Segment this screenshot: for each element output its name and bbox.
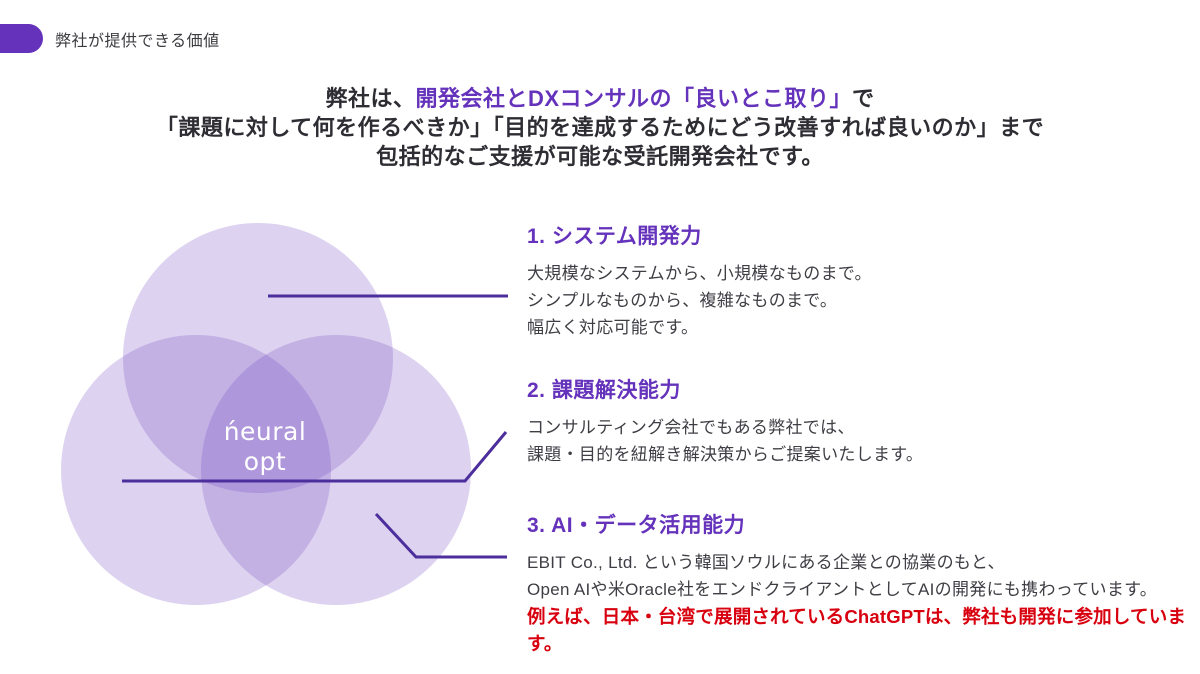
headline-line1-post: で — [852, 86, 875, 111]
section-body-line: コンサルティング会社でもある弊社では、 — [527, 418, 855, 437]
section-body-line: シンプルなものから、複雑なものまで。 — [527, 291, 838, 310]
headline-line-2: 「課題に対して何を作るべきか」「目的を達成するためにどう改善すれば良いのか」まで — [155, 115, 1045, 140]
section-ai-data: 3. AI・データ活用能力 EBIT Co., Ltd. という韓国ソウルにある… — [527, 513, 1200, 657]
section-problem-solving: 2. 課題解決能力 コンサルティング会社でもある弊社では、 課題・目的を紐解き解… — [527, 378, 923, 468]
section-highlight-line: 例えば、日本・台湾で展開されているChatGPTは、弊社も開発に参加しています。 — [527, 606, 1187, 654]
header-title: 弊社が提供できる価値 — [55, 32, 220, 50]
section-body-line: 幅広く対応可能です。 — [527, 318, 699, 337]
section-title: 1. システム開発力 — [527, 225, 702, 248]
section-body-line: EBIT Co., Ltd. という韓国ソウルにある企業との協業のもと、 — [527, 553, 1005, 572]
headline-line1-pre: 弊社は、 — [325, 86, 416, 111]
company-logo: ńeural opt — [223, 417, 307, 476]
section-title: 3. AI・データ活用能力 — [527, 514, 746, 537]
headline-line-1: 弊社は、開発会社とDXコンサルの「良いとこ取り」で — [0, 84, 1200, 113]
slide-header: 弊社が提供できる価値 — [0, 24, 220, 53]
section-system-development: 1. システム開発力 大規模なシステムから、小規模なものまで。 シンプルなものか… — [527, 224, 872, 341]
section-body: EBIT Co., Ltd. という韓国ソウルにある企業との協業のもと、 Ope… — [527, 549, 1200, 657]
header-accent-pill — [0, 24, 43, 53]
headline: 弊社は、開発会社とDXコンサルの「良いとこ取り」で 「課題に対して何を作るべきか… — [0, 84, 1200, 171]
section-title: 2. 課題解決能力 — [527, 379, 681, 402]
headline-line-3: 包括的なご支援が可能な受託開発会社です。 — [376, 144, 824, 169]
section-body-line: Open AIや米Oracle社をエンドクライアントとしてAIの開発にも携わって… — [527, 580, 1158, 599]
section-body-line: 大規模なシステムから、小規模なものまで。 — [527, 264, 872, 283]
section-body-line: 課題・目的を紐解き解決策からご提案いたします。 — [527, 445, 924, 464]
section-body: 大規模なシステムから、小規模なものまで。 シンプルなものから、複雑なものまで。 … — [527, 260, 872, 341]
section-body: コンサルティング会社でもある弊社では、 課題・目的を紐解き解決策からご提案いたし… — [527, 414, 923, 468]
headline-line1-accent: 開発会社とDXコンサルの「良いとこ取り」 — [415, 86, 853, 111]
